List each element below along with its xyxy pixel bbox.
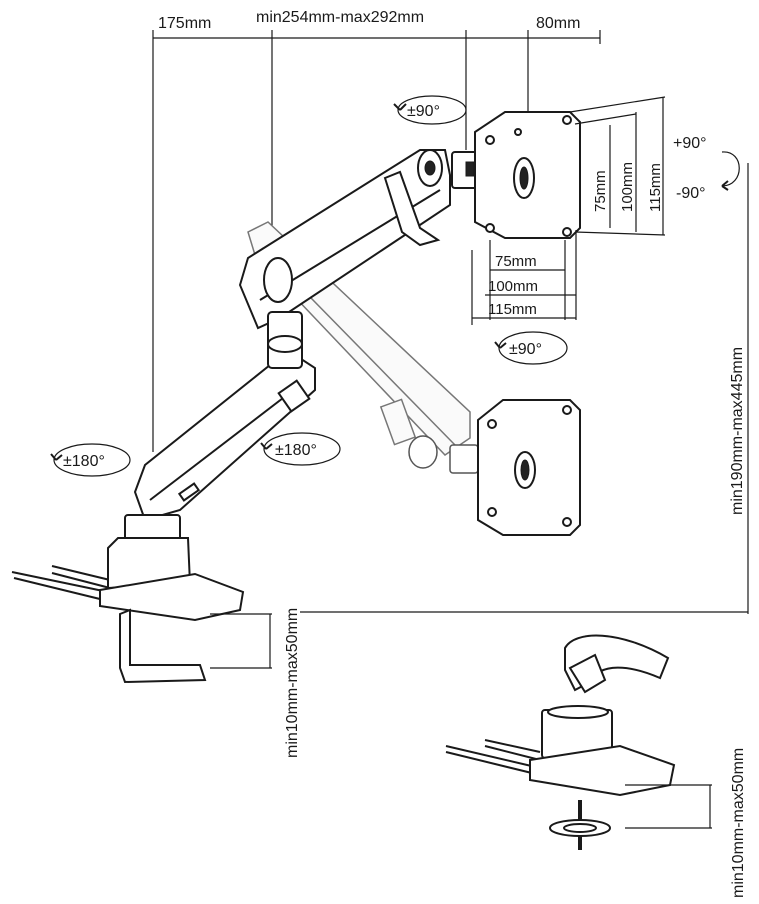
base-swivel-label: ±180° [63,453,105,470]
base-clamp-detail [445,634,712,850]
vesa-v75-label: 75mm [592,170,609,212]
tilt-up-label: +90° [673,135,707,152]
vesa-v115-label: 115mm [647,163,664,212]
vesa-h75-label: 75mm [495,253,537,270]
lower-arm [133,311,316,522]
rotation-base-swivel [50,443,131,477]
rotation-swivel-head [393,95,467,125]
clamp-range-main-label: min10mm-max50mm [284,608,301,758]
rotation-elbow-swivel [260,432,341,466]
vesa-plate-upper [474,111,581,239]
arm-extension-label: min254mm-max292mm [256,9,424,26]
clamp-range-detail-label: min10mm-max50mm [730,748,747,898]
top-dimension-lines [152,30,601,452]
plate-depth-label: 80mm [536,15,580,32]
arm-offset-label: 175mm [158,15,211,32]
vertical-range-label: min190mm-max445mm [729,347,746,515]
base-clamp-main [11,514,272,684]
vesa-vertical-dims [569,96,666,236]
swivel-head-label: ±90° [407,103,440,120]
vesa-h115-label: 115mm [488,301,537,318]
vesa-v100-label: 100mm [619,162,636,212]
rotation-plate [494,331,568,365]
elbow-swivel-label: ±180° [275,442,317,459]
vesa-horizontal-dims [471,230,577,325]
rotate-plate-label: ±90° [509,341,542,358]
tilt-down-label: -90° [676,185,706,202]
vesa-h100-label: 100mm [488,278,538,295]
vertical-range-lines [300,97,749,614]
rotation-tilt [721,151,740,191]
